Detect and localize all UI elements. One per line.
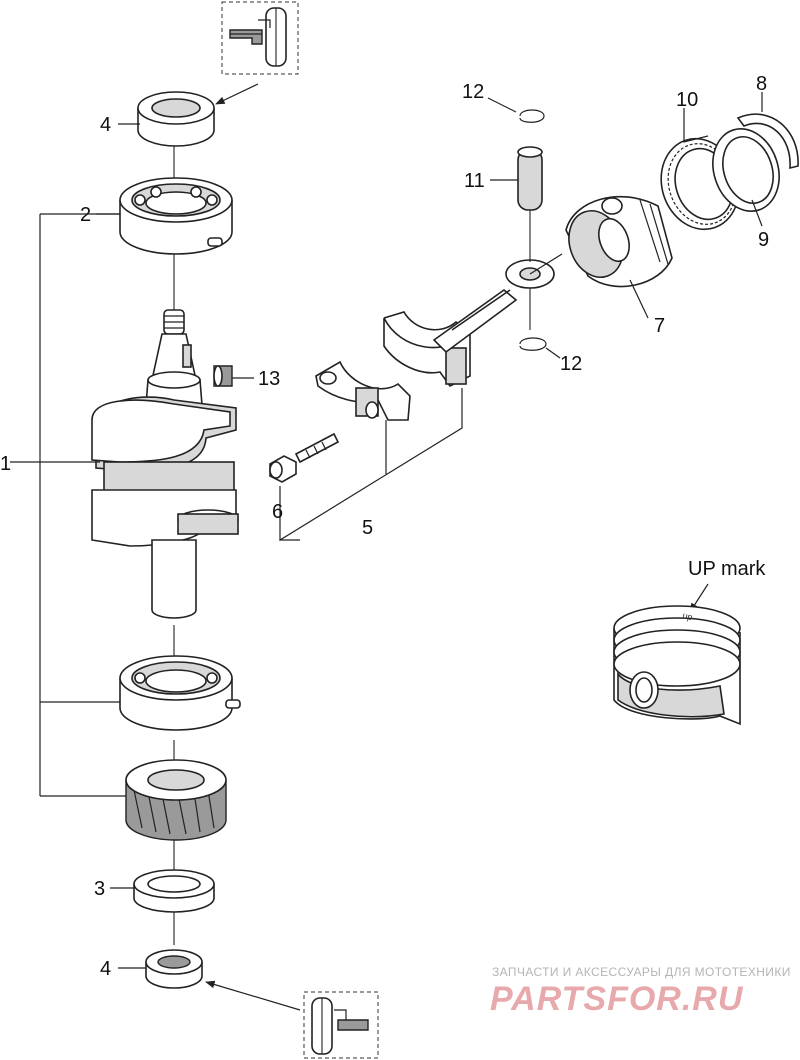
callout-3: 3 — [94, 878, 105, 900]
woodruff-key — [213, 365, 233, 387]
leader-9 — [751, 199, 763, 227]
callout-11: 11 — [464, 170, 485, 192]
callout-13: 13 — [258, 368, 280, 390]
crankshaft — [91, 309, 239, 619]
callout-1: 1 — [0, 453, 11, 475]
bracket-part-1 — [10, 213, 126, 797]
up-mark-piston-inset: up — [613, 583, 741, 726]
piston-pin-clip-top — [519, 109, 545, 123]
callout-6: 6 — [272, 501, 283, 523]
connecting-rod — [383, 259, 555, 388]
callout-7: 7 — [654, 315, 665, 337]
piston-pin-clip-bottom — [519, 337, 547, 351]
connecting-rod-bolt — [269, 432, 340, 483]
piston-pin — [517, 146, 543, 211]
callout-5: 5 — [362, 517, 373, 539]
oil-seal-top — [137, 91, 215, 147]
leader-7 — [629, 279, 649, 319]
callout-4-bottom: 4 — [100, 958, 111, 980]
bracket-part-5 — [279, 388, 463, 542]
seal-detail-inset-top — [215, 1, 299, 105]
callout-8: 8 — [756, 73, 767, 95]
leader-10 — [683, 108, 709, 143]
piston-ring-second — [712, 128, 780, 212]
seal-detail-inset-bottom — [205, 980, 379, 1059]
leader-12-bottom — [545, 347, 561, 359]
watermark-tagline: ЗАПЧАСТИ И АКСЕССУАРЫ ДЛЯ МОТОТЕХНИКИ — [492, 965, 791, 979]
oil-seal-bottom — [145, 949, 203, 989]
callout-10: 10 — [676, 89, 698, 111]
callout-12-bottom: 12 — [560, 353, 582, 375]
connecting-rod-cap — [315, 360, 411, 421]
spacer-ring — [133, 869, 215, 913]
callout-9: 9 — [758, 229, 769, 251]
piston-ring-top — [736, 113, 799, 170]
leader-12-top — [487, 97, 517, 113]
up-mark-label: UP mark — [688, 558, 766, 580]
up-mark-engraving: up — [682, 610, 694, 622]
crankshaft-gear — [125, 759, 227, 841]
ball-bearing-lower — [119, 655, 241, 731]
watermark-brand: PARTSFOR.RU — [490, 980, 744, 1018]
callout-4-top: 4 — [100, 114, 111, 136]
ball-bearing-upper — [119, 177, 233, 255]
callout-12-top: 12 — [462, 81, 484, 103]
callout-2: 2 — [80, 204, 91, 226]
piston — [529, 195, 673, 288]
